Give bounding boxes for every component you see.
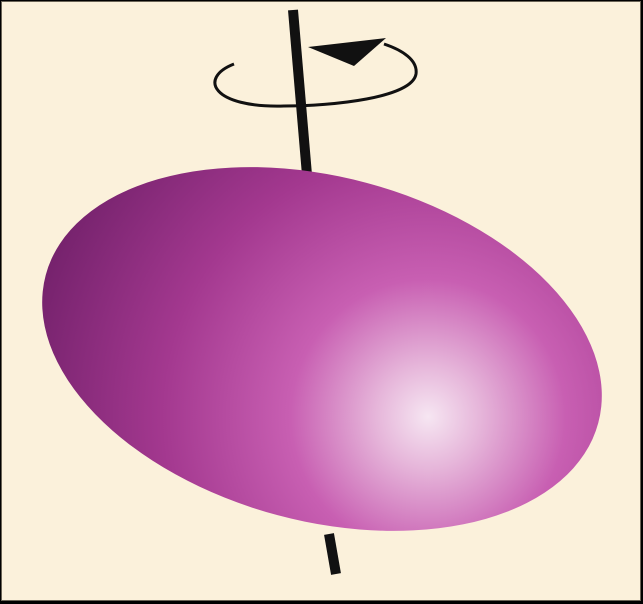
rotation-axis-bottom [329, 534, 336, 574]
